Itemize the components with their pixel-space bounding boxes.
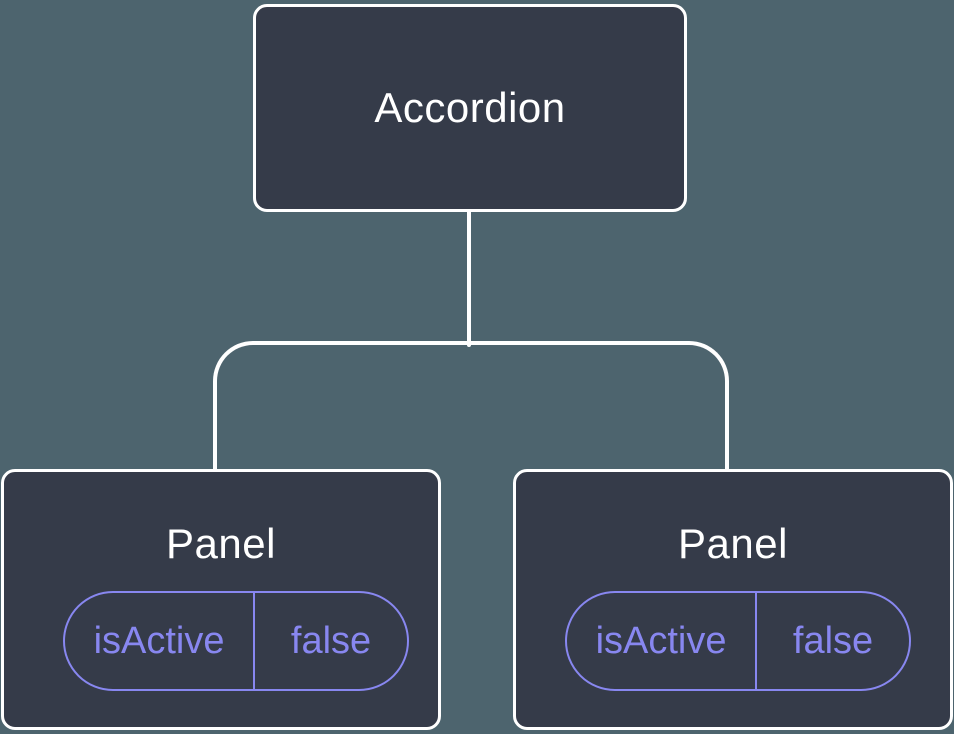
state-pill-right: isActive false (565, 591, 911, 691)
accordion-label: Accordion (374, 84, 566, 131)
node-accordion: Accordion (253, 4, 687, 212)
state-key-label: isActive (65, 593, 256, 689)
connector-branch (213, 341, 729, 470)
state-pill-left: isActive false (63, 591, 409, 691)
state-value-label: false (792, 619, 874, 662)
panel-right-label: Panel (678, 520, 788, 567)
connector-stem (467, 210, 471, 347)
state-value-label: false (290, 619, 372, 662)
state-key-label: isActive (567, 593, 758, 689)
panel-left-label: Panel (166, 520, 276, 567)
node-panel-left: Panel isActive false (1, 469, 441, 730)
node-panel-right: Panel isActive false (513, 469, 953, 730)
